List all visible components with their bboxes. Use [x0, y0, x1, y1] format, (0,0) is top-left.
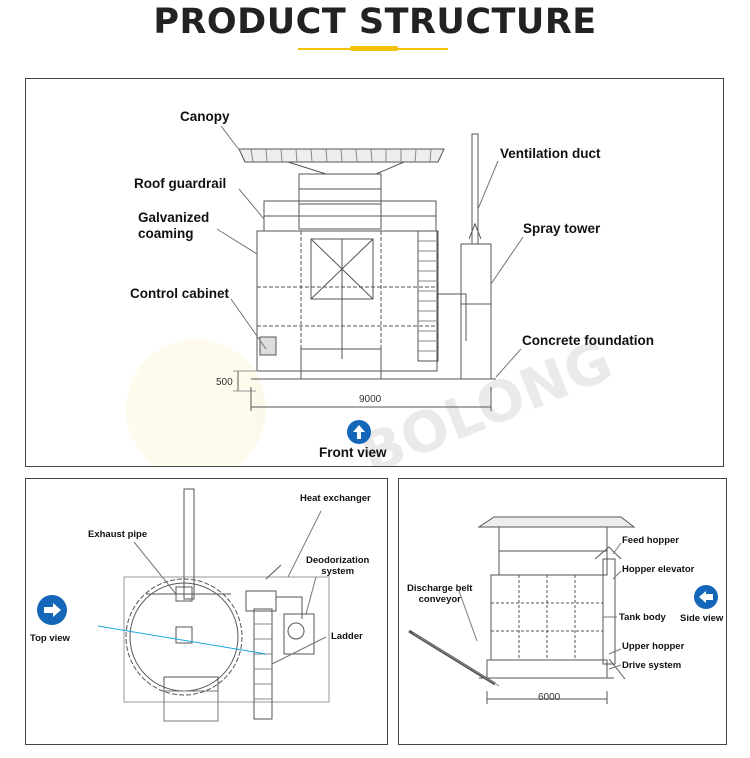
tank-body-label: Tank body [619, 612, 666, 623]
drive-system-label: Drive system [622, 660, 682, 671]
side-view-panel: Feed hopper Hopper elevator Discharge be… [398, 478, 727, 745]
hopper-elevator-label: Hopper elevator [622, 564, 695, 575]
roof-guardrail-label: Roof guardrail [134, 176, 227, 191]
top-view-caption: Top view [30, 633, 70, 644]
ventilation-duct-label: Ventilation duct [500, 146, 601, 161]
front-view-drawing: BOLONG [126, 125, 622, 466]
top-view-panel: Exhaust pipe Heat exchanger Deodorizatio… [25, 478, 388, 745]
top-view-drawing [97, 488, 330, 722]
concrete-foundation-label: Concrete foundation [522, 333, 654, 348]
front-view-caption: Front view [319, 445, 387, 460]
discharge-belt-conveyor-label: Discharge belt conveyor [407, 583, 473, 605]
deodorization-system-label: Deodorization system [306, 555, 370, 577]
width-dimension: 9000 [359, 394, 382, 405]
upper-hopper-label: Upper hopper [622, 641, 685, 652]
canopy-label: Canopy [180, 109, 230, 124]
svg-text:BOLONG: BOLONG [352, 329, 622, 466]
page-title: PRODUCT STRUCTURE [153, 2, 597, 42]
spray-tower-label: Spray tower [523, 221, 601, 236]
front-view-panel: BOLONG [25, 78, 724, 467]
right-arrow-icon [37, 595, 67, 625]
height-dimension: 500 [216, 377, 233, 388]
up-arrow-icon [347, 420, 371, 444]
title-underline-accent [350, 46, 398, 51]
left-arrow-icon [694, 585, 718, 609]
control-cabinet-label: Control cabinet [130, 286, 230, 301]
feed-hopper-label: Feed hopper [622, 535, 680, 546]
exhaust-pipe-label: Exhaust pipe [88, 529, 148, 540]
heat-exchanger-label: Heat exchanger [300, 493, 371, 504]
galvanized-coaming-label: Galvanized coaming [138, 210, 210, 241]
side-view-caption: Side view [680, 613, 724, 624]
ladder-label: Ladder [331, 631, 363, 642]
side-width-dimension: 6000 [538, 692, 561, 703]
side-view-drawing [408, 516, 636, 704]
